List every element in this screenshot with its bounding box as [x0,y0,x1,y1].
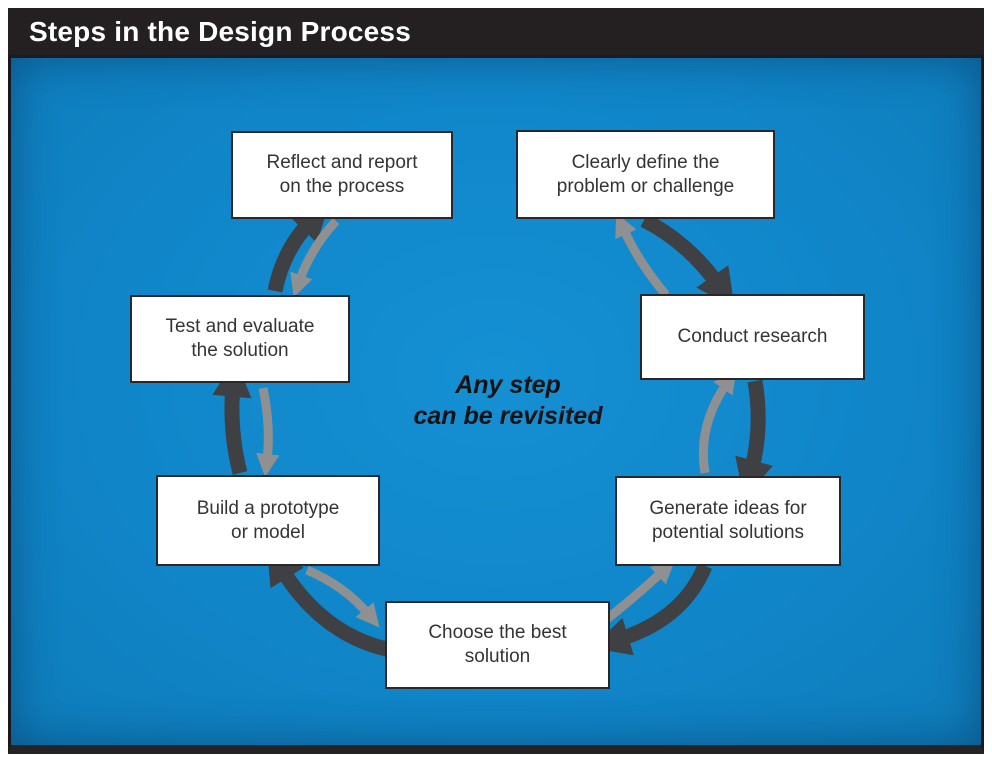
arrow-back-generate-to-research [698,369,737,474]
step-box-test-evaluate: Test and evaluate the solution [130,295,350,383]
step-label: solution [464,646,531,667]
arrow-forward-build-to-test [212,357,252,475]
page-title: Steps in the Design Process [29,15,411,47]
step-label: Generate ideas for [649,498,807,520]
step-label: or model [231,521,305,543]
center-note-line: Any step [455,371,561,399]
step-label: Build a prototype [196,497,340,519]
arrow-back-research-to-define [615,213,670,298]
step-label: on the process [279,176,405,197]
step-label: potential solutions [651,522,805,543]
step-box-choose-solution: Choose the best solution [385,601,610,689]
step-box-conduct-research: Conduct research [640,294,865,380]
step-label: Reflect and report [266,152,418,174]
title-bar: Steps in the Design Process [8,8,984,55]
arrow-forward-test-to-reflect [267,201,330,293]
step-label: Test and evaluate [165,316,315,338]
step-box-define-problem: Clearly define the problem or challenge [516,130,775,219]
step-label: Conduct research [677,326,828,348]
center-note: Any step can be revisited [383,370,633,431]
step-box-build-prototype: Build a prototype or model [156,475,380,566]
center-note-line: can be revisited [413,401,603,430]
step-box-generate-ideas: Generate ideas for potential solutions [615,476,841,566]
arrow-forward-generate-to-choose [590,563,712,656]
arrow-back-reflect-to-test [290,217,340,298]
diagram-panel: Clearly define the problem or challenge … [8,55,984,754]
step-label: the solution [191,340,289,361]
arrow-forward-define-to-research [640,213,735,309]
step-box-reflect-report: Reflect and report on the process [231,131,453,219]
cycle-arrows-layer [212,201,773,658]
step-label: Clearly define the [571,151,720,173]
arrow-forward-research-to-generate [735,379,773,499]
step-label: Choose the best [428,622,567,644]
step-label: problem or challenge [556,175,735,197]
arrow-back-build-to-choose [305,565,380,628]
arrow-forward-choose-to-build [266,544,393,658]
arrow-back-test-to-build [256,387,280,478]
